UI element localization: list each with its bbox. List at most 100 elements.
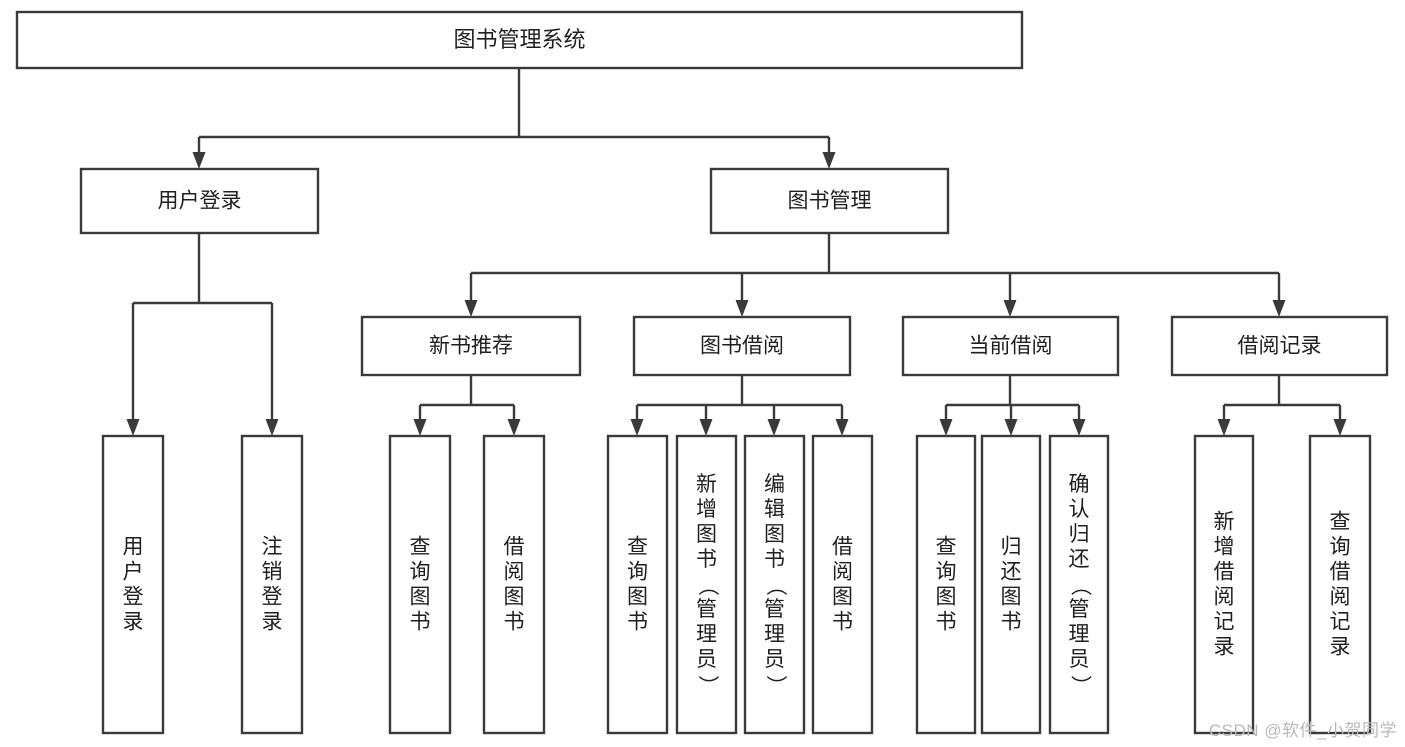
leaf-node-5-char-1: 增 [696, 498, 717, 521]
leaf-node-11-char-5: 录 [1214, 636, 1235, 659]
connector-book-to-level3-arrow-0 [464, 300, 478, 317]
connector-level3-2-to-leaves [939, 375, 1086, 436]
connector-level3-1-to-leaves-arrow-0 [630, 419, 644, 436]
connector-level3-2-to-leaves-arrow-0 [939, 419, 953, 436]
leaf-node-3-box[interactable] [482, 434, 546, 735]
leaf-node-11-box[interactable] [1193, 434, 1255, 735]
node-level3-1-box[interactable] [632, 315, 852, 377]
leaf-node-10-char-4: （ [1068, 575, 1091, 596]
leaf-node-2-char-3: 书 [410, 611, 431, 634]
leaf-node-0-label: 用户登录 [123, 536, 144, 634]
leaf-node-2-box[interactable] [388, 434, 452, 735]
node-root-box[interactable] [15, 10, 1024, 70]
node-level2-0[interactable]: 用户登录 [79, 167, 320, 235]
leaf-node-7-box[interactable] [811, 434, 874, 735]
connector-level3-1-to-leaves [630, 375, 849, 436]
leaf-node-1-char-1: 销 [262, 561, 283, 584]
leaf-node-9-char-3: 书 [1001, 611, 1022, 634]
connector-level3-2-to-leaves-arrow-1 [1004, 419, 1018, 436]
leaf-node-4-char-0: 查 [627, 536, 648, 559]
leaf-node-0-box[interactable] [101, 434, 165, 735]
connector-level3-0-to-leaves-arrow-0 [413, 419, 427, 436]
leaf-node-11-char-0: 新 [1214, 511, 1235, 534]
connector-level3-3-to-leaves-arrow-1 [1333, 419, 1347, 436]
leaf-node-10-box[interactable] [1048, 434, 1110, 735]
node-level3-2[interactable]: 当前借阅 [901, 315, 1120, 377]
leaf-node-6-box[interactable] [743, 434, 806, 735]
node-level2-1-label: 图书管理 [788, 190, 872, 213]
node-level3-3-box[interactable] [1170, 315, 1389, 377]
leaf-node-6-char-4: （ [764, 575, 787, 596]
leaf-node-6-char-6: 理 [764, 623, 785, 646]
leaf-node-0-char-1: 户 [123, 561, 144, 584]
connector-level3-3-to-leaves [1217, 375, 1347, 436]
leaf-node-3-char-0: 借 [504, 536, 525, 559]
leaf-node-9-char-1: 还 [1001, 561, 1022, 584]
leaf-node-12-char-1: 询 [1330, 536, 1351, 559]
node-root-label: 图书管理系统 [453, 27, 585, 52]
node-level3-1-label: 图书借阅 [700, 335, 784, 358]
node-level2-1[interactable]: 图书管理 [709, 167, 950, 235]
connector-layer [126, 68, 1347, 436]
connector-level3-2-to-leaves-arrow-2 [1072, 419, 1086, 436]
leaf-node-11-char-4: 记 [1214, 611, 1235, 634]
leaf-node-5-char-8: ） [696, 675, 719, 696]
node-level3-2-box[interactable] [901, 315, 1120, 377]
leaf-node-2-char-1: 询 [410, 561, 431, 584]
leaf-node-11-char-2: 借 [1214, 561, 1235, 584]
leaf-node-10-char-6: 理 [1069, 623, 1090, 646]
leaf-node-6-char-3: 书 [764, 548, 785, 571]
node-level2-1-box[interactable] [709, 167, 950, 235]
leaf-node-12-box[interactable] [1308, 434, 1372, 735]
node-level3-0[interactable]: 新书推荐 [360, 315, 582, 377]
connector-user-to-leaves-arrow-0 [126, 419, 140, 436]
node-level3-0-box[interactable] [360, 315, 582, 377]
leaf-node-0[interactable]: 用户登录 [101, 434, 165, 735]
leaf-node-3-char-3: 书 [504, 611, 525, 634]
leaf-node-8-box[interactable] [915, 434, 977, 735]
leaf-node-2-char-2: 图 [410, 586, 431, 609]
leaf-node-5-box[interactable] [675, 434, 738, 735]
connector-book-to-level3-arrow-3 [1272, 300, 1286, 317]
node-level2-0-box[interactable] [79, 167, 320, 235]
node-layer: 图书管理系统用户登录图书管理新书推荐图书借阅当前借阅借阅记录用户登录注销登录查询… [15, 10, 1389, 735]
leaf-node-5-char-6: 理 [696, 623, 717, 646]
leaf-node-10-char-1: 认 [1069, 498, 1090, 521]
leaf-node-3-char-1: 阅 [504, 561, 525, 584]
connector-level3-1-to-leaves-arrow-3 [835, 419, 849, 436]
node-root[interactable]: 图书管理系统 [15, 10, 1024, 70]
leaf-node-9-char-0: 归 [1001, 536, 1022, 559]
leaf-node-9-box[interactable] [980, 434, 1042, 735]
leaf-node-6-char-8: ） [764, 675, 787, 696]
leaf-node-11-char-3: 阅 [1214, 586, 1235, 609]
leaf-node-8-char-1: 询 [936, 561, 957, 584]
node-level3-3[interactable]: 借阅记录 [1170, 315, 1389, 377]
leaf-node-1-box[interactable] [240, 434, 304, 735]
leaf-node-5-char-5: 管 [696, 598, 717, 621]
leaf-node-4-box[interactable] [606, 434, 669, 735]
leaf-node-5-char-2: 图 [696, 523, 717, 546]
node-level3-2-label: 当前借阅 [969, 335, 1053, 358]
leaf-node-10-char-0: 确 [1069, 473, 1090, 496]
leaf-node-11-char-1: 增 [1214, 536, 1235, 559]
node-level3-1[interactable]: 图书借阅 [632, 315, 852, 377]
